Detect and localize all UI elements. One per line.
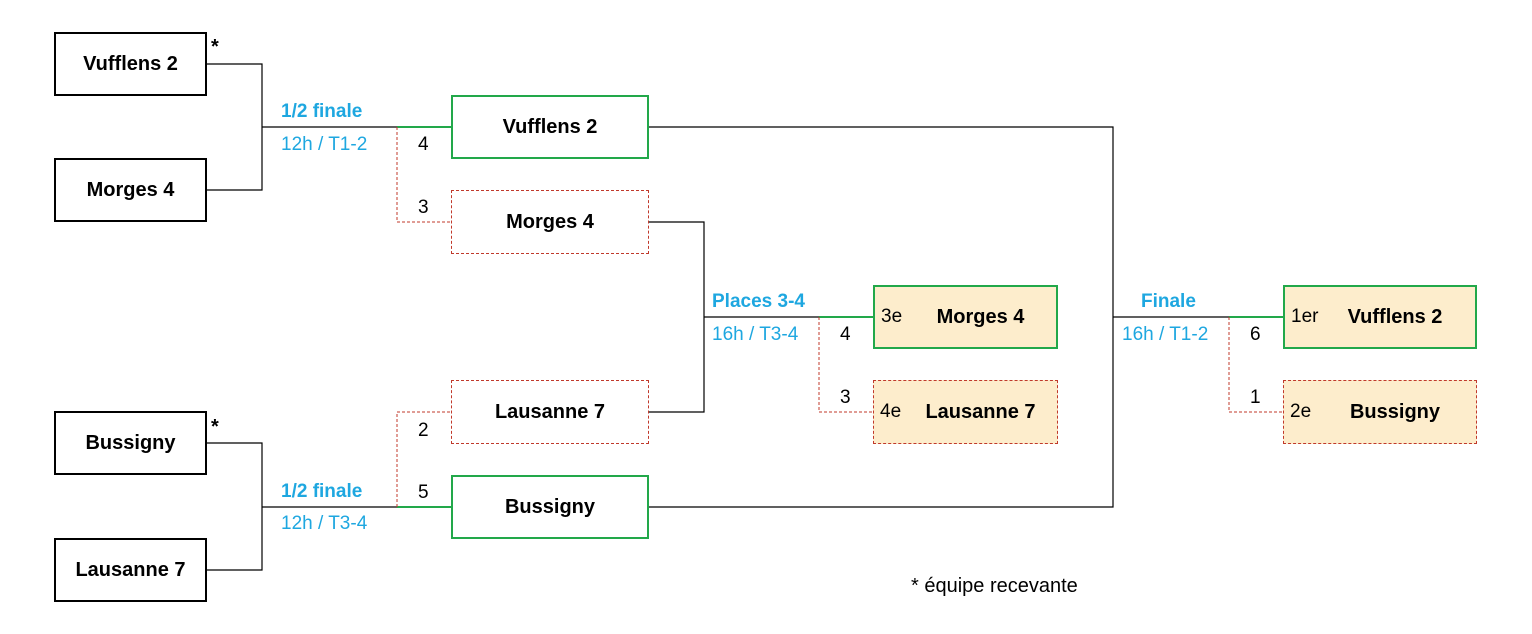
home-team-star: * [211, 416, 219, 438]
team-box-vufflens-2-r1: Vufflens 2 [54, 32, 207, 96]
footnote: * équipe recevante [911, 575, 1078, 597]
semi1-winner-box: Vufflens 2 [451, 95, 649, 159]
places34-fourth-score: 3 [840, 387, 851, 408]
connector-r1-top [207, 63, 263, 191]
rank-label: 1er [1291, 306, 1319, 327]
semi1-title: 1/2 finale [281, 101, 363, 122]
first-place-box: 1er Vufflens 2 [1283, 285, 1477, 349]
final-title: Finale [1141, 291, 1196, 312]
connector-places34 [649, 221, 705, 413]
final-second-score: 1 [1250, 387, 1261, 408]
semi1-winner-score: 4 [418, 134, 429, 155]
team-box-morges-4-r1: Morges 4 [54, 158, 207, 222]
rank-label: 4e [880, 401, 902, 422]
team-name: Vufflens 2 [502, 115, 598, 138]
team-name: Vufflens 2 [1347, 305, 1443, 328]
semi1-loser-score: 3 [418, 197, 429, 218]
team-name: Bussigny [504, 495, 596, 518]
semi1-loser-box: Morges 4 [451, 190, 649, 254]
team-name: Morges 4 [506, 210, 594, 233]
team-name: Morges 4 [936, 305, 1025, 328]
team-name: Bussigny [1349, 400, 1441, 423]
semi2-winner-score: 5 [418, 482, 429, 503]
third-place-box: 3e Morges 4 [873, 285, 1058, 349]
team-name: Lausanne 7 [494, 400, 606, 423]
final-first-score: 6 [1250, 324, 1261, 345]
team-name: Morges 4 [86, 178, 175, 201]
connector-semi2-loser [396, 411, 451, 507]
team-box-bussigny-r1: Bussigny [54, 411, 207, 475]
places34-third-score: 4 [840, 324, 851, 345]
connector-semi1-loser [396, 127, 451, 223]
connector-fourth-loser [818, 317, 873, 413]
semi1-sub: 12h / T1-2 [281, 134, 368, 155]
final-sub: 16h / T1-2 [1122, 324, 1209, 345]
team-name: Lausanne 7 [925, 400, 1036, 423]
team-name: Bussigny [85, 431, 176, 454]
second-place-box: 2e Bussigny [1283, 380, 1477, 444]
team-name: Vufflens 2 [83, 52, 178, 75]
team-box-lausanne-7-r1: Lausanne 7 [54, 538, 207, 602]
semi2-loser-score: 2 [418, 420, 429, 441]
semi2-title: 1/2 finale [281, 481, 363, 502]
home-team-star: * [211, 36, 219, 58]
fourth-place-box: 4e Lausanne 7 [873, 380, 1058, 444]
places34-sub: 16h / T3-4 [712, 324, 799, 345]
semi2-winner-box: Bussigny [451, 475, 649, 539]
connector-r1-bottom [207, 442, 263, 571]
places34-title: Places 3-4 [712, 291, 805, 312]
rank-label: 3e [881, 306, 903, 327]
rank-label: 2e [1290, 401, 1312, 422]
semi2-sub: 12h / T3-4 [281, 513, 368, 534]
connector-second-loser [1228, 317, 1283, 413]
team-name: Lausanne 7 [75, 558, 186, 581]
semi2-loser-box: Lausanne 7 [451, 380, 649, 444]
